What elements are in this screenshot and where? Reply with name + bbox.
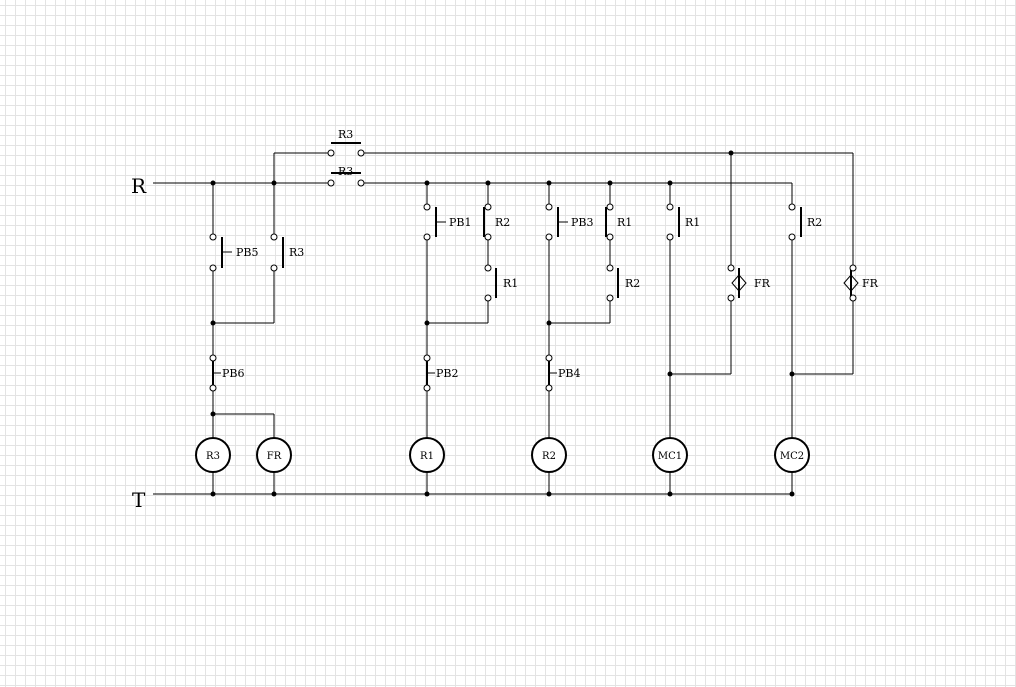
rail-label-r: R [131, 174, 147, 198]
contact-r2-c: R2 [788, 203, 822, 241]
contact-r2-b: R2 [606, 264, 640, 302]
coil-fr: FR [256, 437, 292, 473]
contact-r1-b: R1 [605, 203, 632, 241]
coil-r2: R2 [531, 437, 567, 473]
coil-r1: R1 [409, 437, 445, 473]
contact-r2-b-label: R2 [625, 277, 640, 290]
contact-pb1: PB1 [423, 203, 471, 241]
contact-r2-c-label: R2 [807, 216, 822, 229]
contact-r2-a: R2 [483, 203, 510, 241]
contact-pb2-label: PB2 [436, 367, 458, 380]
contact-r1-c: R1 [666, 203, 700, 241]
contact-r1-a-label: R1 [503, 277, 518, 290]
contact-fr-b: FR [843, 264, 879, 302]
contact-pb1-label: PB1 [449, 216, 471, 229]
coil-fr-label: FR [267, 451, 282, 462]
coil-mc2-label: MC2 [780, 451, 804, 462]
contact-pb3-label: PB3 [571, 216, 593, 229]
contact-pb4: PB4 [545, 354, 580, 392]
contact-r1-a: R1 [484, 264, 518, 302]
contact-r1-c-label: R1 [685, 216, 700, 229]
contact-pb4-label: PB4 [558, 367, 580, 380]
coil-r3-label: R3 [206, 451, 220, 462]
contact-r3-hold: R3 [270, 233, 304, 272]
contact-r3-bottom: R3 [327, 165, 365, 187]
contact-pb3: PB3 [545, 203, 593, 241]
coil-mc2: MC2 [774, 437, 810, 473]
contact-r3-top: R3 [327, 128, 365, 157]
rail-label-t: T [132, 488, 146, 512]
contact-r2-a-label: R2 [495, 216, 510, 229]
coil-r1-label: R1 [420, 451, 434, 462]
contact-fr-a-label: FR [754, 277, 771, 290]
contact-fr-b-label: FR [862, 277, 879, 290]
contact-pb5: PB5 [209, 233, 258, 272]
contact-pb6-label: PB6 [222, 367, 244, 380]
contact-r3-top-label: R3 [338, 128, 353, 141]
contact-r3-hold-label: R3 [289, 246, 304, 259]
contact-pb5-label: PB5 [236, 246, 258, 259]
contact-pb6: PB6 [209, 354, 244, 392]
contact-r3-bottom-label: R3 [338, 165, 353, 178]
contact-r1-b-label: R1 [617, 216, 632, 229]
contact-pb2: PB2 [423, 354, 458, 392]
coil-mc1-label: MC1 [658, 451, 682, 462]
coil-mc1: MC1 [652, 437, 688, 473]
coil-r3: R3 [195, 437, 231, 473]
contact-fr-a: FR [727, 264, 771, 302]
junction-dots [210, 150, 795, 497]
wiring [153, 152, 854, 495]
coil-r2-label: R2 [542, 451, 556, 462]
